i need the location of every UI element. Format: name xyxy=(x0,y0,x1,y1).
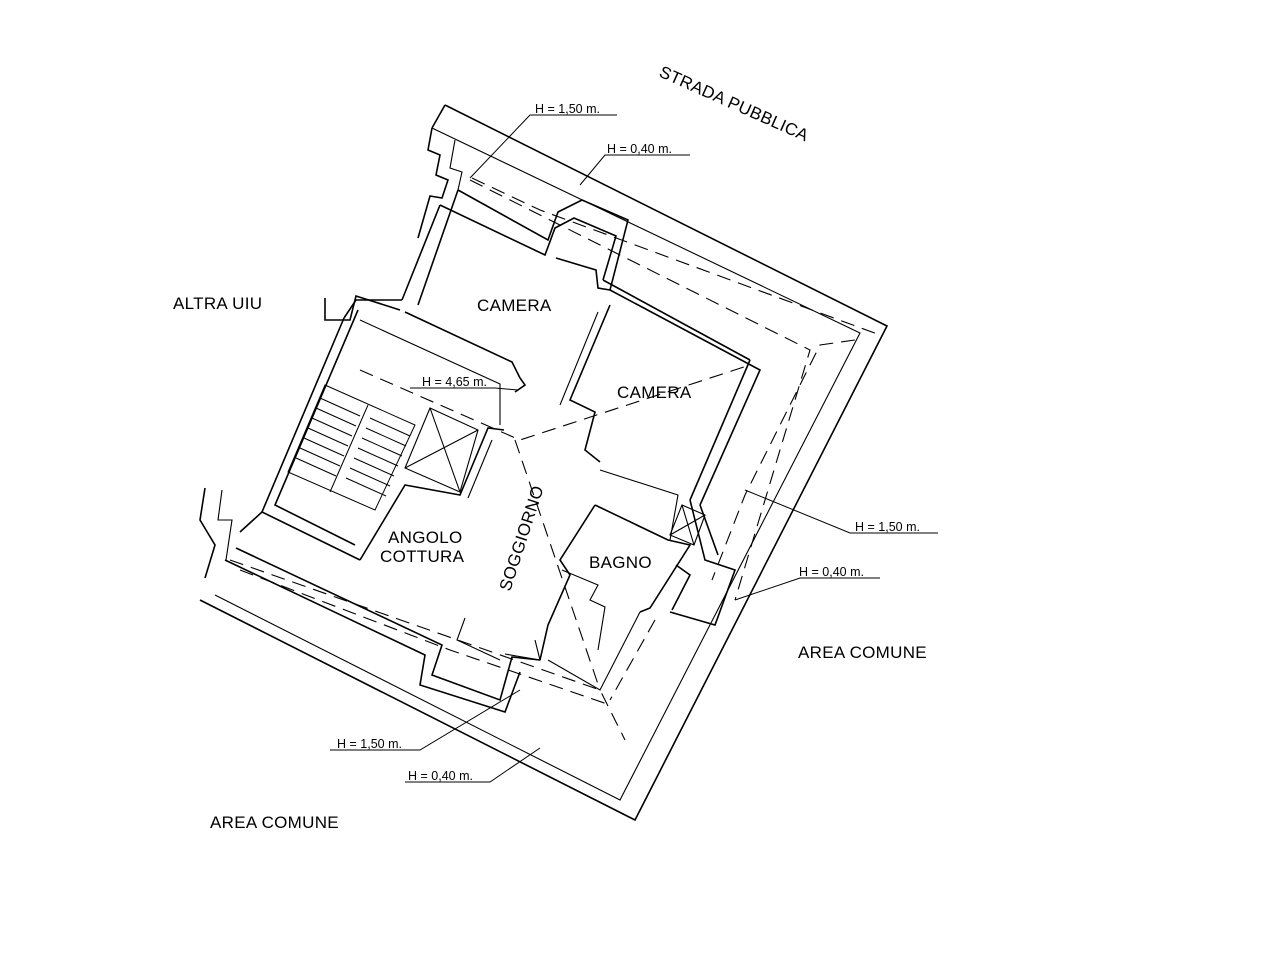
label-cottura: COTTURA xyxy=(380,547,465,566)
label-bagno: BAGNO xyxy=(589,553,652,572)
label-strada-pubblica: STRADA PUBBLICA xyxy=(656,62,811,145)
height-bottom-040: H = 0,40 m. xyxy=(408,769,473,783)
height-top-040: H = 0,40 m. xyxy=(607,142,672,156)
leaders xyxy=(330,114,938,783)
outer-roof-outline xyxy=(199,104,889,822)
staircase xyxy=(287,384,416,511)
height-right-150: H = 1,50 m. xyxy=(855,520,920,534)
apartment-walls xyxy=(224,189,762,713)
left-boundary xyxy=(199,127,463,579)
height-right-040: H = 0,40 m. xyxy=(799,565,864,579)
roof-dashed-lines xyxy=(229,177,881,741)
label-camera-2: CAMERA xyxy=(617,383,692,402)
height-center-465: H = 4,65 m. xyxy=(422,375,487,389)
label-altra-uiu: ALTRA UIU xyxy=(173,294,262,313)
height-bottom-150: H = 1,50 m. xyxy=(337,737,402,751)
label-area-comune-bottom: AREA COMUNE xyxy=(210,813,339,832)
label-angolo: ANGOLO xyxy=(388,528,463,547)
shaft-cucina xyxy=(404,407,479,493)
label-area-comune-right: AREA COMUNE xyxy=(798,643,927,662)
shaft-bagno xyxy=(669,504,706,546)
label-soggiorno: SOGGIORNO xyxy=(496,483,548,593)
height-top-150: H = 1,50 m. xyxy=(535,102,600,116)
label-camera-1: CAMERA xyxy=(477,296,552,315)
